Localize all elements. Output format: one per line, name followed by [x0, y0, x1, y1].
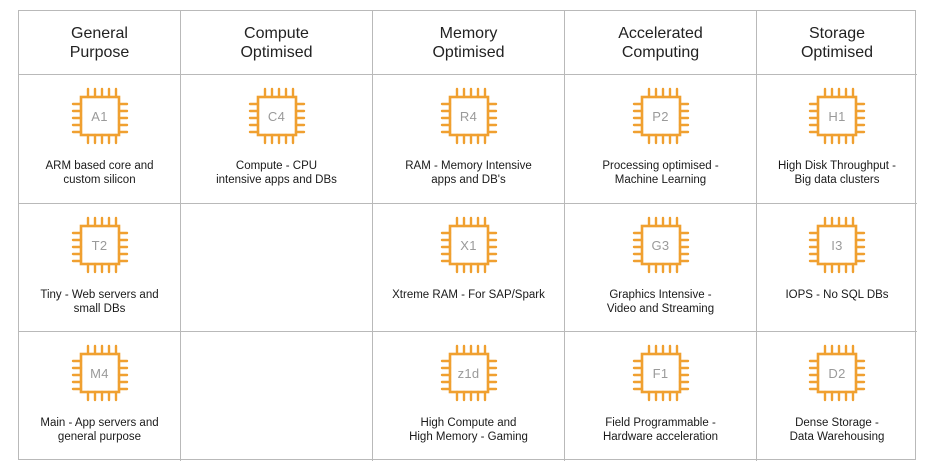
instance-code: H1 — [828, 108, 846, 124]
instance-code: z1d — [457, 365, 480, 381]
column-header-line1: General — [71, 24, 128, 42]
description-line1: Tiny - Web servers and — [40, 289, 159, 301]
instance-code: I3 — [831, 237, 843, 253]
cpu-chip-icon: D2 — [808, 344, 866, 402]
instance-code: A1 — [91, 108, 108, 124]
description-line2: Video and Streaming — [606, 303, 715, 315]
cpu-chip-icon: z1d — [440, 344, 498, 402]
instance-description: Dense Storage - Data Warehousing — [790, 416, 885, 444]
column-header-line1: Accelerated — [618, 24, 703, 42]
description-line2: small DBs — [73, 303, 126, 315]
instance-code: X1 — [460, 237, 477, 253]
cpu-chip-icon: X1 — [440, 216, 498, 274]
instance-code: G3 — [651, 237, 670, 253]
instance-code: C4 — [267, 108, 286, 124]
description-line2: Hardware acceleration — [602, 431, 719, 443]
column-header-line2: Purpose — [69, 43, 130, 61]
instance-description: High Disk Throughput - Big data clusters — [778, 159, 896, 187]
cpu-chip-icon: A1 — [71, 87, 129, 145]
instance-description: Processing optimised - Machine Learning — [602, 159, 718, 187]
description-line1: Dense Storage - — [795, 417, 879, 429]
instance-description: RAM - Memory Intensive apps and DB's — [405, 159, 532, 187]
cpu-chip-icon: F1 — [632, 344, 690, 402]
cpu-chip-icon: H1 — [808, 87, 866, 145]
cpu-chip-icon: M4 — [71, 344, 129, 402]
description-line2: apps and DB's — [431, 174, 506, 186]
instance-code: P2 — [652, 108, 669, 124]
description-line2: general purpose — [57, 431, 142, 443]
description-line1: Field Programmable - — [605, 417, 716, 429]
description-line1: RAM - Memory Intensive — [405, 160, 532, 172]
cpu-chip-icon: G3 — [632, 216, 690, 274]
description-line1: High Compute and — [420, 417, 517, 429]
description-line2: Data Warehousing — [789, 431, 885, 443]
instance-description: Compute - CPU intensive apps and DBs — [216, 159, 337, 187]
description-line1: Main - App servers and — [40, 417, 159, 429]
column-header-line1: Storage — [808, 24, 866, 42]
column-header-line1: Compute — [244, 24, 309, 42]
instance-description: IOPS - No SQL DBs — [785, 288, 888, 302]
description-line2: intensive apps and DBs — [216, 174, 337, 186]
column-header-line2: Optimised — [432, 43, 505, 61]
instance-description: Tiny - Web servers and small DBs — [40, 288, 158, 316]
cpu-chip-icon: P2 — [632, 87, 690, 145]
cpu-chip-icon: C4 — [248, 87, 306, 145]
column-header-line2: Computing — [621, 43, 700, 61]
description-line1: Processing optimised - — [602, 160, 719, 172]
description-line1: Xtreme RAM - For SAP/Spark — [392, 289, 545, 301]
description-line2: High Memory - Gaming — [409, 431, 528, 443]
description-line2: custom silicon — [63, 174, 136, 186]
description-line1: ARM based core and — [45, 160, 154, 172]
instance-description: Xtreme RAM - For SAP/Spark — [392, 288, 545, 302]
cpu-chip-icon: I3 — [808, 216, 866, 274]
instance-description: ARM based core and custom silicon — [45, 159, 153, 187]
cpu-chip-icon: T2 — [71, 216, 129, 274]
instance-description: Graphics Intensive - Video and Streaming — [607, 288, 714, 316]
cpu-chip-icon: R4 — [440, 87, 498, 145]
instance-code: F1 — [652, 365, 669, 381]
instance-description: Field Programmable - Hardware acceleratio… — [603, 416, 718, 444]
description-line1: Compute - CPU — [235, 160, 318, 172]
instance-code: D2 — [828, 365, 846, 381]
column-header-line2: Optimised — [240, 43, 313, 61]
instance-code: R4 — [459, 108, 478, 124]
description-line2: Machine Learning — [614, 174, 707, 186]
instance-code: M4 — [90, 365, 109, 381]
instance-code: T2 — [91, 237, 108, 253]
description-line1: High Disk Throughput - — [777, 160, 897, 172]
description-line2: Big data clusters — [794, 174, 880, 186]
description-line1: Graphics Intensive - — [609, 289, 712, 301]
empty-cell — [181, 204, 373, 332]
description-line1: IOPS - No SQL DBs — [785, 289, 889, 301]
empty-cell — [181, 332, 373, 461]
column-header-line2: Optimised — [800, 43, 874, 61]
column-header-line1: Memory — [439, 24, 498, 42]
instance-description: Main - App servers and general purpose — [40, 416, 158, 444]
